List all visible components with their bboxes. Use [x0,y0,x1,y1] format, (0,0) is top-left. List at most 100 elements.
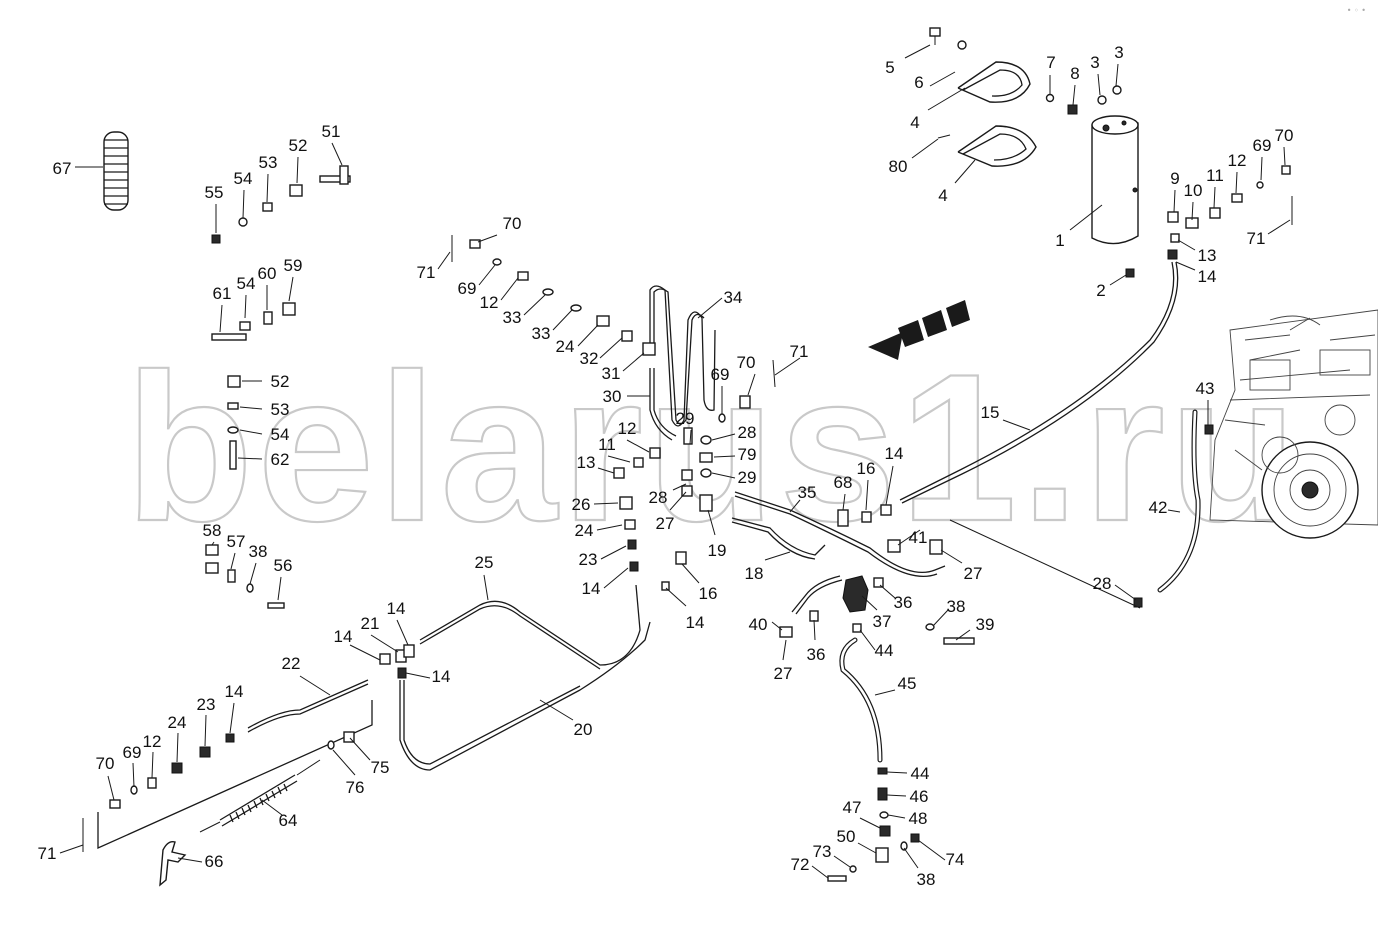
pipe-34 [649,285,716,427]
callout-number: 14 [432,667,451,686]
callout-number: 35 [798,483,817,502]
callout-number: 14 [387,599,406,618]
callout-number: 48 [909,809,928,828]
cable-22 [247,679,369,729]
callout-number: 52 [271,372,290,391]
direction-arrow-icon [868,300,970,360]
callout-number: 16 [857,459,876,478]
callout-number: 12 [480,293,499,312]
callout-number: 74 [946,850,965,869]
callout-number: 70 [1275,126,1294,145]
callout-number: 34 [724,288,743,307]
callout-number: 44 [875,641,894,660]
callout-number: 13 [1198,246,1217,265]
callout-number: 12 [143,732,162,751]
callout-number: 2 [1096,281,1105,300]
callout-number: 54 [237,274,256,293]
valve-37 [842,575,884,633]
callout-number: 37 [873,612,892,631]
callout-number: 71 [417,263,436,282]
callout-number: 54 [234,169,253,188]
callout-number: 52 [289,136,308,155]
engine-block [1209,309,1378,539]
callout-number: 50 [837,827,856,846]
callout-number: 59 [284,256,303,275]
callout-number: 14 [225,682,244,701]
callout-number: 70 [737,353,756,372]
callout-number: 14 [582,579,601,598]
callout-number: 51 [322,122,341,141]
callout-number: 11 [598,435,616,454]
callout-number: 20 [574,720,593,739]
callout-number: 33 [532,324,551,343]
callout-number: 27 [656,514,675,533]
callout-number: 9 [1170,169,1179,188]
pipe-20 [399,621,651,771]
callout-number: 56 [274,556,293,575]
pipe-25 [419,584,641,666]
callout-number: 13 [577,453,596,472]
callout-number: 55 [205,183,224,202]
callout-number: 14 [885,444,904,463]
callout-number: 16 [699,584,718,603]
callout-number: 46 [910,787,929,806]
callout-number: 69 [123,743,142,762]
callout-number: 54 [271,425,290,444]
callout-number: 27 [774,664,793,683]
callout-number: 3 [1114,43,1123,62]
callout-number: 40 [749,615,768,634]
corrugated-hose-67 [103,131,129,211]
callout-number: 29 [676,409,695,428]
air-tank [1091,115,1139,245]
callout-number: 12 [1228,151,1247,170]
callout-number: 64 [279,811,298,830]
callout-number: 26 [572,495,591,514]
callout-number: 44 [911,764,930,783]
callout-number: 4 [938,186,947,205]
tank-strap-lower [957,125,1037,167]
callout-number: 73 [813,842,832,861]
callout-number: 4 [910,113,919,132]
callout-number: 67 [53,159,72,178]
callout-number: 69 [711,365,730,384]
callout-number: 71 [1247,229,1266,248]
hardware-group-upper-left [205,165,351,609]
callout-number: 23 [579,550,598,569]
central-fittings [451,235,943,591]
tank-fittings-right [1167,165,1293,260]
tank-strap-upper [957,61,1031,103]
callout-number: 23 [197,695,216,714]
cable-plate [97,700,373,850]
callout-number: 25 [475,553,494,572]
callout-number: 58 [203,521,222,540]
callout-number: 28 [1093,574,1112,593]
callout-number: 1 [1055,231,1064,250]
callout-number: 14 [334,627,353,646]
callout-number: 39 [976,615,995,634]
callout-number: 71 [38,844,57,863]
callout-number: 5 [885,58,894,77]
callout-number: 32 [580,349,599,368]
callout-number: 69 [1253,136,1272,155]
callout-number: 68 [834,473,853,492]
callout-number: 71 [790,342,809,361]
lever-66 [159,840,187,887]
callout-number: 75 [371,758,390,777]
pipe-35 [734,491,946,574]
corner-mark: • ◦ • [1346,6,1366,15]
callout-number: 14 [686,613,705,632]
callout-number: 45 [898,674,917,693]
callout-number: 80 [889,157,908,176]
callout-number: 29 [738,468,757,487]
callout-number: 10 [1184,181,1203,200]
callout-number: 79 [738,445,757,464]
callout-number: 8 [1070,64,1079,83]
callout-labels: 1233445678809101112697071131415434228675… [38,43,1294,889]
callout-number: 53 [259,153,278,172]
callout-number: 7 [1046,53,1055,72]
pipe-30 [649,368,673,441]
callout-number: 6 [914,73,923,92]
callout-number: 70 [96,754,115,773]
spring-64 [199,759,321,833]
